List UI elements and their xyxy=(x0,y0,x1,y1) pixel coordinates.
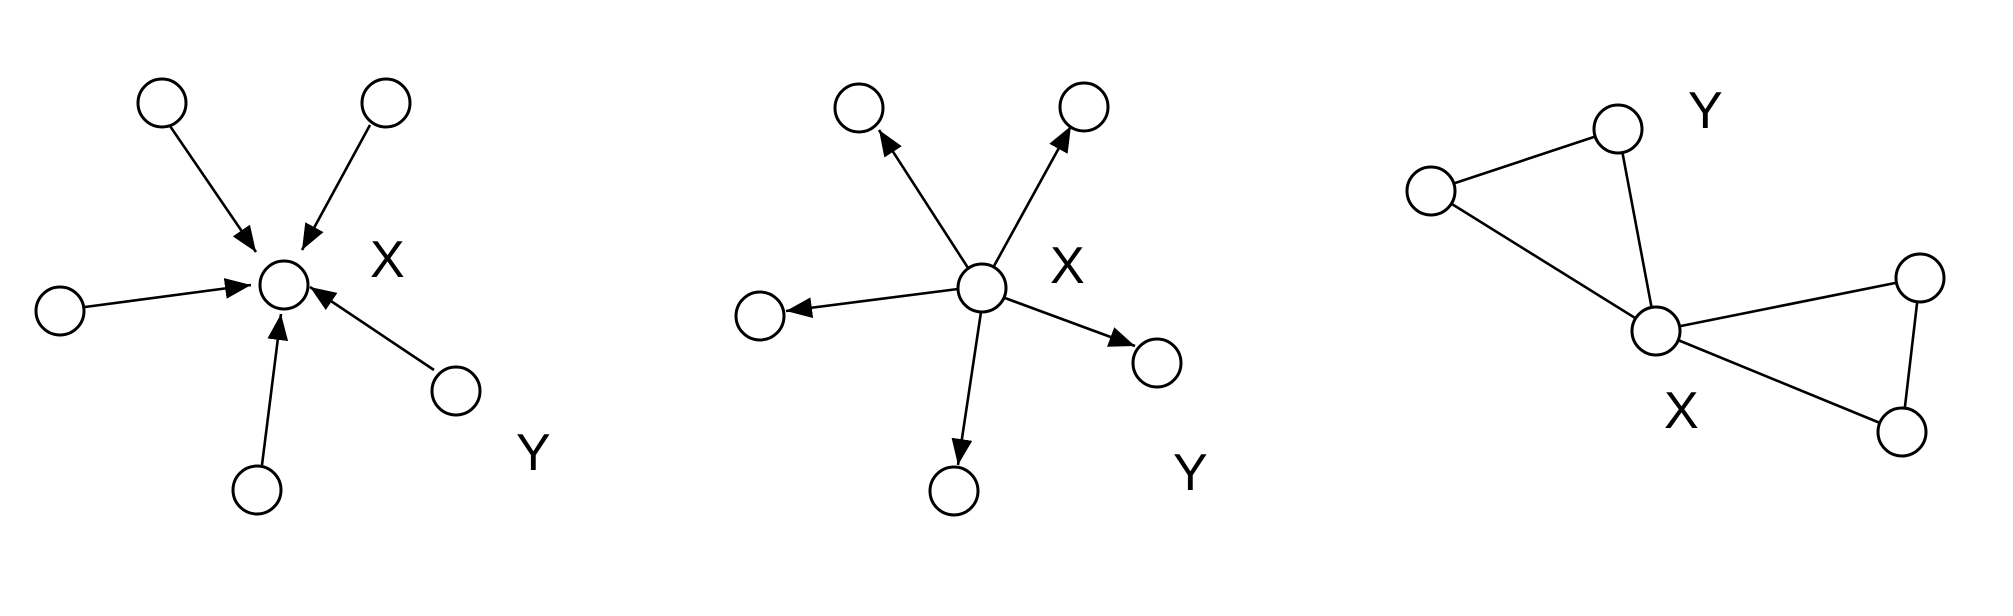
edge xyxy=(1430,127,1619,193)
edge xyxy=(260,313,289,466)
node xyxy=(1592,103,1644,155)
node xyxy=(430,365,482,417)
edge xyxy=(1430,189,1657,333)
edge xyxy=(1616,128,1658,332)
edge xyxy=(300,124,372,251)
node xyxy=(1131,337,1183,389)
edge xyxy=(1655,329,1903,434)
node xyxy=(833,82,885,134)
edge xyxy=(309,285,435,372)
graph-undirected: X Y xyxy=(1405,82,1946,458)
label-y: Y xyxy=(1173,444,1208,502)
edge xyxy=(1900,277,1922,433)
node xyxy=(1405,165,1457,217)
node xyxy=(1894,252,1946,304)
node xyxy=(231,464,283,516)
node xyxy=(928,465,980,517)
hub-node xyxy=(1630,305,1682,357)
edge xyxy=(951,311,983,466)
label-y: Y xyxy=(516,424,551,482)
node xyxy=(34,285,86,337)
node xyxy=(1876,406,1928,458)
node xyxy=(1058,81,1110,133)
edge xyxy=(785,287,959,319)
edge xyxy=(992,125,1073,267)
graph-in-star: X Y xyxy=(34,77,551,516)
node xyxy=(360,77,412,129)
edge xyxy=(1655,276,1921,333)
edge xyxy=(1004,296,1136,348)
graph-out-star: X Y xyxy=(734,81,1208,517)
edge xyxy=(168,125,258,253)
edge xyxy=(84,278,252,309)
node xyxy=(734,290,786,342)
label-x: X xyxy=(1664,382,1699,440)
edge xyxy=(877,129,972,272)
hub-node xyxy=(956,262,1008,314)
label-y: Y xyxy=(1688,82,1723,140)
label-x: X xyxy=(370,231,405,289)
node xyxy=(136,77,188,129)
hub-node xyxy=(258,259,310,311)
label-x: X xyxy=(1050,237,1085,295)
